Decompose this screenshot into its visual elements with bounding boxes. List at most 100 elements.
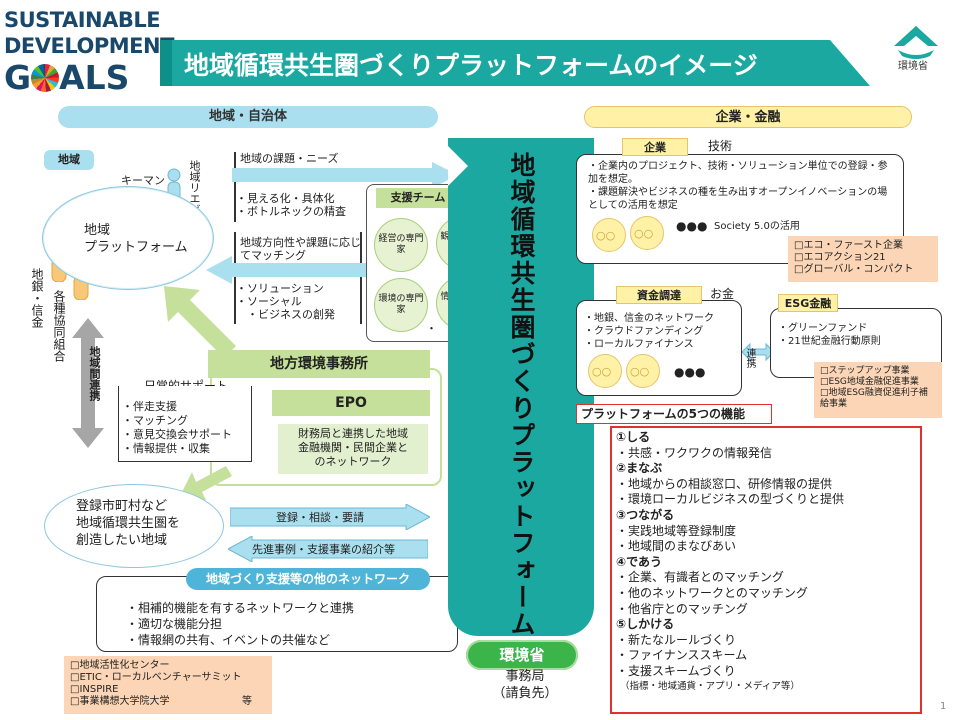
- intro-arrow-icon: [228, 536, 428, 562]
- corp-circle: [630, 216, 664, 250]
- finance-circle: [626, 354, 660, 388]
- expert-label: 環境の専門家: [378, 294, 424, 315]
- esg-project-item: □ESG地域金融促進事業: [820, 377, 919, 387]
- sdg-line1: SUSTAINABLE: [4, 8, 161, 32]
- network-item: 相補的機能を有するネットワークと連携: [126, 600, 354, 616]
- eco-list-box: □エコ・ファースト企業 □エコアクション21 □グローバル・コンパクト: [788, 236, 938, 282]
- esg-projects-box: □ステップアップ事業 □ESG地域金融促進事業 □地域ESG融資促進利子補給事業: [814, 362, 942, 418]
- finance-dots: ●●●: [674, 365, 706, 379]
- org-item: □地域活性化センター: [70, 660, 170, 671]
- corp-item: 企業内のプロジェクト、技術・ソリューション単位での登録・参加を想定。: [588, 160, 896, 186]
- secretariat-label: 事務局 （請負先）: [492, 669, 558, 701]
- ministry-logo-label: 環境省: [898, 61, 928, 72]
- issues-arrow-icon: [232, 162, 458, 188]
- regional-office-title: 地方環境事務所: [208, 350, 430, 378]
- inter-region-arrow-icon: [72, 318, 104, 448]
- keyman-label: キーマン: [121, 174, 165, 187]
- functions-title: プラットフォームの5つの機能: [576, 404, 772, 424]
- office-to-region-arrow-icon: [178, 466, 232, 500]
- platform-vertical-title: 地域循環共生圏づくりプラットフォーム: [507, 152, 536, 638]
- esg-project-item: □ステップアップ事業: [820, 366, 910, 376]
- bank-label: 地銀・信金: [30, 268, 44, 328]
- direction-box: [234, 232, 362, 324]
- daily-support-list: 伴走支援 マッチング 意見交換会サポート 情報提供・収集: [122, 400, 232, 456]
- function-item: ・共感・ワクワクの情報発信: [616, 445, 773, 460]
- link-label: 連携: [744, 348, 755, 368]
- target-region-text: 登録市町村など 地域循環共生圏を 創造したい地域: [76, 499, 181, 548]
- direction-title-text: 地域方向性や課題に応じてマッチング: [240, 236, 361, 262]
- expert-label: 経営の専門家: [378, 234, 424, 255]
- target-region-ellipse: [44, 484, 224, 568]
- function-item: ・他省庁とのマッチング: [616, 601, 748, 616]
- expert-circle: [374, 278, 428, 332]
- register-label: 登録・相談・要請: [276, 511, 364, 524]
- function-item: ・地域間のまなびあい: [616, 539, 737, 554]
- corp-tag: 企業: [622, 138, 688, 156]
- function-head: ⑤しかける: [616, 617, 675, 632]
- function-item: ・支援スキームづくり: [616, 663, 736, 678]
- daily-support-item: マッチング: [122, 414, 232, 428]
- sdg-line2: DEVELOPMENT: [4, 34, 174, 58]
- platform-ellipse: [42, 186, 214, 290]
- epo-desc: 財務局と連携した地域 金融機関・民間企業と のネットワーク: [278, 424, 428, 474]
- region-banner: 地域・自治体: [58, 106, 438, 128]
- function-item: ・他のネットワークとのマッチング: [616, 585, 808, 600]
- corp-circle: [592, 218, 626, 252]
- ministry-logo-icon: [894, 26, 938, 59]
- org-item: □INSPIRE: [70, 684, 119, 695]
- ministry-logo: 環境省: [884, 20, 948, 72]
- function-item: ・地域からの相談窓口、研修情報の提供: [616, 476, 833, 491]
- intro-label: 先進事例・支援事業の紹介等: [252, 543, 395, 556]
- direction-title: 地域方向性や課題に応じてマッチング: [240, 236, 366, 262]
- direction-item: ビジネスの創発: [236, 308, 335, 321]
- esg-tag: ESG金融: [778, 294, 838, 312]
- function-head: ②まなぶ: [616, 461, 663, 476]
- function-item: ・環境ローカルビジネスの型づくりと提供: [616, 492, 845, 507]
- eco-item: □グローバル・コンパクト: [794, 264, 914, 275]
- daily-support-item: 情報提供・収集: [122, 442, 232, 456]
- corp-list: 企業内のプロジェクト、技術・ソリューション単位での登録・参加を想定。 課題解決や…: [588, 160, 896, 212]
- network-list: 相補的機能を有するネットワークと連携 適切な機能分担 情報網の共有、イベントの共…: [126, 600, 354, 648]
- finance-item: ローカルファイナンス: [584, 338, 714, 351]
- inter-region-label: 地域間連携: [88, 346, 101, 401]
- finance-list: 地銀、信金のネットワーク クラウドファンディング ローカルファイナンス: [584, 312, 714, 351]
- link-arrow-icon: [742, 342, 774, 362]
- direction-item: ソーシャル: [236, 295, 335, 308]
- eco-item: □エコアクション21: [794, 252, 886, 263]
- page-title: 地域循環共生圏づくりプラットフォームのイメージ: [184, 51, 758, 80]
- esg-item: グリーンファンド: [778, 322, 881, 335]
- region-tag: 地域: [44, 150, 94, 170]
- finance-tag: 資金調達: [616, 286, 702, 304]
- coop-label: 各種協同組合: [52, 290, 66, 362]
- network-banner: 地域づくり支援等の他のネットワーク: [186, 568, 430, 590]
- functions-note: （指標・地域通貨・アプリ・メディア等）: [620, 680, 800, 692]
- tech-label: 技術: [708, 139, 733, 153]
- daily-support-item: 伴走支援: [122, 400, 232, 414]
- finance-circle-label: ○○: [592, 365, 612, 378]
- finance-item: 地銀、信金のネットワーク: [584, 312, 714, 325]
- issues-box: [234, 152, 360, 222]
- network-item: 情報網の共有、イベントの共催など: [126, 632, 354, 648]
- eco-item: □エコ・ファースト企業: [794, 240, 903, 251]
- money-label: お金: [710, 287, 735, 301]
- direction-list: ソリューション ソーシャル ビジネスの創発: [236, 282, 335, 321]
- functions-content: ①しる ・共感・ワクワクの情報発信 ②まなぶ ・地域からの相談窓口、研修情報の提…: [616, 430, 844, 693]
- support-team-title: 支援チーム: [376, 188, 460, 208]
- platform-column-notch: [448, 146, 468, 186]
- orgs-box: □地域活性化センター □ETIC・ローカルベンチャーサミット □INSPIRE …: [64, 656, 272, 714]
- corp-circle-label: ○○: [596, 229, 616, 242]
- direction-arrow-icon: [206, 256, 396, 284]
- ministry-pill: 環境省: [466, 640, 578, 670]
- issues-item: 見える化・具体化: [236, 192, 346, 205]
- platform-name: 地域 プラットフォーム: [84, 223, 188, 255]
- expert-circle: [374, 218, 428, 272]
- office-to-platform-arrow-icon: [164, 286, 236, 358]
- daily-support-item: 意見交換会サポート: [122, 428, 232, 442]
- esg-project-item: □地域ESG融資促進利子補給事業: [820, 388, 928, 409]
- functions-box: [610, 426, 922, 714]
- finance-item: クラウドファンディング: [584, 325, 714, 338]
- orgs-etc: 等: [242, 696, 252, 707]
- issues-title: 地域の課題・ニーズ: [240, 152, 339, 165]
- register-arrow-icon: [230, 504, 430, 530]
